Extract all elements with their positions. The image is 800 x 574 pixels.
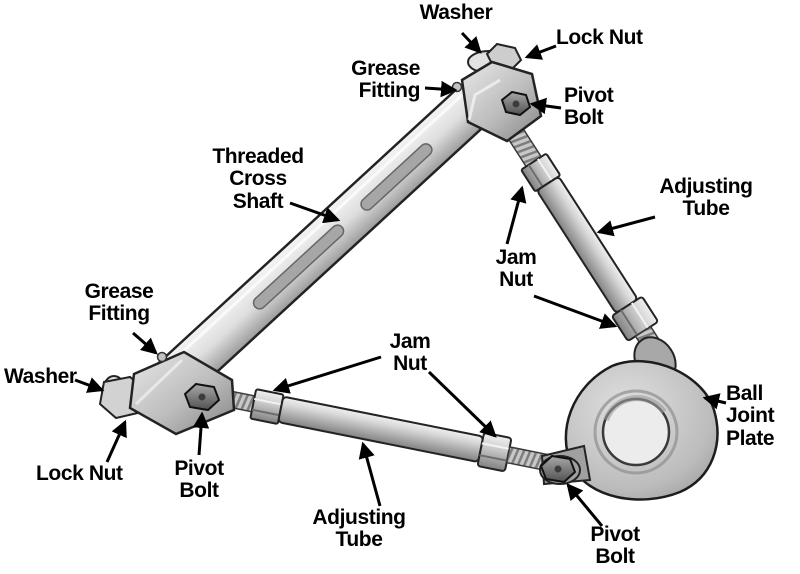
arrow-adjusting-tube-right bbox=[596, 215, 656, 237]
arrow-threaded-cross-shaft bbox=[289, 201, 341, 224]
label-pivot-bolt-top: Pivot Bolt bbox=[564, 84, 614, 130]
label-adjusting-tube-bottom: Adjusting Tube bbox=[312, 506, 406, 552]
label-jam-nut-right: Jam Nut bbox=[495, 246, 537, 292]
bottom-pivot-bolt-part bbox=[539, 454, 581, 485]
label-grease-fitting-top: Grease Fitting bbox=[351, 57, 420, 103]
arrow-pivot-bolt-top bbox=[529, 97, 562, 115]
label-washer-top: Washer bbox=[419, 1, 493, 24]
label-ball-joint-plate: Ball Joint Plate bbox=[726, 382, 775, 450]
label-grease-fitting-left: Grease Fitting bbox=[84, 280, 154, 326]
jam-nut-bottom-right bbox=[476, 432, 512, 472]
adjusting-tube-bottom-part bbox=[211, 387, 552, 472]
arrow-pivot-bolt-bottom bbox=[566, 483, 604, 527]
arrow-jam-nut-right-lower bbox=[533, 294, 618, 329]
arrow-pivot-bolt-left bbox=[192, 411, 210, 456]
arrow-ball-joint-plate bbox=[702, 393, 727, 410]
arrow-washer-top bbox=[460, 31, 482, 54]
adjusting-tube-right-part bbox=[501, 118, 673, 370]
arrow-lock-nut-left bbox=[105, 419, 127, 463]
label-lock-nut-left: Lock Nut bbox=[36, 462, 123, 485]
arrow-lock-nut-top bbox=[524, 44, 557, 60]
label-pivot-bolt-bottom: Pivot Bolt bbox=[590, 523, 640, 569]
arrow-washer-left bbox=[74, 377, 105, 393]
top-pivot-joint-part bbox=[451, 42, 543, 143]
arrow-grease-fitting-top bbox=[424, 80, 458, 98]
arrow-adjusting-tube-bottom bbox=[358, 441, 382, 507]
arrow-jam-nut-bottom-right bbox=[427, 370, 497, 438]
ball-joint-plate-part bbox=[540, 336, 719, 501]
arrow-jam-nut-bottom-left bbox=[272, 355, 382, 394]
label-threaded-cross-shaft: Threaded Cross Shaft bbox=[212, 145, 304, 213]
callout-arrows bbox=[74, 31, 727, 527]
label-adjusting-tube-right: Adjusting Tube bbox=[659, 175, 753, 221]
label-jam-nut-bottom: Jam Nut bbox=[389, 330, 431, 376]
label-lock-nut-top: Lock Nut bbox=[556, 26, 643, 49]
label-washer-left: Washer bbox=[4, 365, 77, 388]
label-pivot-bolt-left: Pivot Bolt bbox=[174, 457, 224, 503]
grease-fitting-left-part bbox=[156, 351, 168, 363]
arrow-grease-fitting-left bbox=[132, 331, 158, 355]
arrow-jam-nut-right-upper bbox=[505, 185, 527, 245]
threaded-cross-shaft-part bbox=[150, 82, 495, 404]
